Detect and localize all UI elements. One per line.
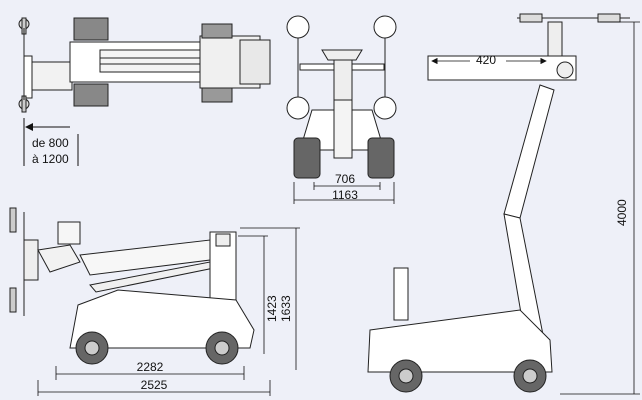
wheel [73, 83, 109, 107]
wheel [367, 137, 395, 179]
wheel [293, 137, 321, 179]
top-view [18, 17, 271, 113]
overall-length-label: 2525 [140, 378, 168, 392]
front-track-label: 706 [334, 172, 356, 186]
suction-cup [373, 15, 397, 39]
raised-dimensions [431, 21, 640, 395]
upper-boom [503, 84, 555, 219]
reach-label-line2: à 1200 [32, 152, 69, 166]
front-view [286, 15, 397, 179]
head-offset-label: 420 [476, 53, 497, 67]
height-b-label: 1633 [279, 295, 293, 322]
suction-cup [286, 96, 310, 120]
chassis-side [69, 289, 255, 349]
reach-label-line1: de 800 [32, 136, 69, 150]
max-height-label: 4000 [615, 199, 629, 226]
side-view [9, 207, 255, 365]
boom-head [37, 244, 81, 273]
wheelbase-label: 2282 [136, 360, 164, 374]
front-width-label: 1163 [332, 188, 358, 202]
suction-cup [373, 96, 397, 120]
front-dimensions [293, 182, 395, 204]
chassis-raised [367, 309, 553, 373]
height-a-label: 1423 [265, 295, 279, 322]
suction-cup [286, 15, 310, 39]
glass-panel [427, 55, 577, 81]
suction-frame [23, 55, 33, 99]
control-tower [393, 267, 409, 321]
side-dimensions [37, 227, 300, 396]
raised-view [367, 13, 630, 393]
reach-dimension [23, 118, 79, 166]
wheel [73, 17, 109, 41]
